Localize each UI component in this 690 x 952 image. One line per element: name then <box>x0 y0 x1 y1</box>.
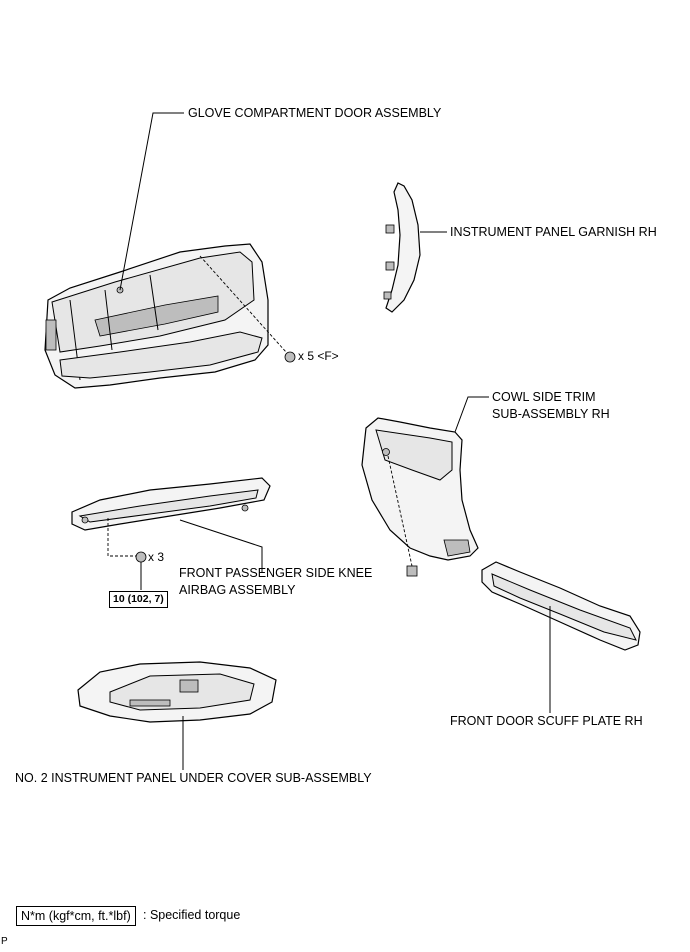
leader-glove-compartment <box>119 112 184 291</box>
torque-spec-box: 10 (102, 7) <box>109 591 168 608</box>
airbag-bolt-count: x 3 <box>148 550 165 564</box>
under-cover-illustration <box>77 661 277 723</box>
leader-cowl-side <box>454 396 489 433</box>
cowl-clip-icon <box>406 565 418 577</box>
scuff-plate-illustration <box>481 561 641 651</box>
legend-description: : Specified torque <box>143 908 241 922</box>
knee-airbag-illustration <box>71 477 271 531</box>
label-cowl-side-line2: SUB-ASSEMBLY RH <box>492 407 610 421</box>
bolt-icon <box>135 551 147 563</box>
label-cowl-side-line1: COWL SIDE TRIM <box>492 390 596 404</box>
leader-knee-airbag <box>179 519 263 572</box>
label-scuff-plate: FRONT DOOR SCUFF PLATE RH <box>450 714 643 728</box>
legend-unit-box: N*m (kgf*cm, ft.*lbf) <box>16 906 136 926</box>
label-under-cover: NO. 2 INSTRUMENT PANEL UNDER COVER SUB-A… <box>15 771 372 785</box>
label-panel-garnish: INSTRUMENT PANEL GARNISH RH <box>450 225 657 239</box>
glove-compartment-illustration <box>44 243 269 389</box>
cowl-side-trim-illustration <box>361 417 479 561</box>
dash-airbag-bolt <box>107 518 136 557</box>
glove-clip-count: x 5 <F> <box>298 349 339 363</box>
dash-cowl-clip <box>387 455 413 567</box>
clip-icon <box>284 351 296 363</box>
label-knee-airbag-line2: AIRBAG ASSEMBLY <box>179 583 296 597</box>
panel-garnish-illustration <box>383 182 421 313</box>
corner-mark: P <box>1 936 8 947</box>
label-knee-airbag-line1: FRONT PASSENGER SIDE KNEE <box>179 566 373 580</box>
dash-glove-clip <box>199 255 287 353</box>
label-glove-compartment: GLOVE COMPARTMENT DOOR ASSEMBLY <box>188 106 442 120</box>
